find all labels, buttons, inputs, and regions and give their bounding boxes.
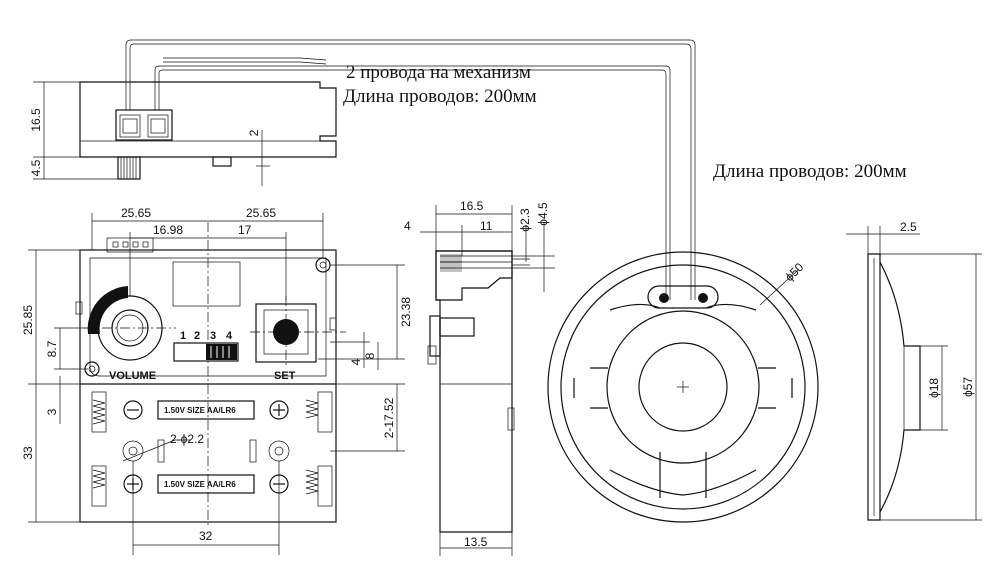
annotation-wire-length-top: Длина проводов: 200мм [343, 86, 537, 107]
side-view [33, 81, 337, 186]
switch-position-1: 1 [180, 330, 186, 342]
dim-speaker-d50: ϕ50 [782, 260, 806, 284]
dim-front-32: 32 [199, 529, 213, 543]
wire-bundle [125, 39, 696, 300]
dim-right-4: 4 [404, 219, 411, 233]
dim-front-holes: 2-ϕ2.2 [170, 432, 204, 446]
set-label: SET [274, 370, 296, 382]
battery-label-1: 1.50V SIZE AA/LR6 [164, 406, 236, 415]
knob-shaft [117, 156, 141, 180]
dim-side-shaft: 4.5 [29, 159, 43, 176]
switch-position-4: 4 [226, 330, 233, 342]
dim-front-16-98: 16.98 [153, 223, 183, 237]
dim-front-2-17-52: 2-17.52 [382, 397, 396, 438]
dim-right-11: 11 [480, 219, 493, 233]
dim-right-d2-3: ϕ2.3 [518, 208, 532, 232]
dim-front-23-38: 23.38 [399, 297, 413, 327]
volume-label: VOLUME [109, 370, 156, 382]
volume-knob [87, 286, 163, 361]
speaker [547, 251, 819, 523]
speaker-side-view [846, 226, 982, 521]
battery-label-2: 1.50V SIZE AA/LR6 [164, 480, 236, 489]
wire-connector [115, 109, 173, 141]
dim-right-d4-5: ϕ4.5 [536, 202, 550, 226]
dim-front-17: 17 [238, 223, 252, 237]
dim-right-16-5: 16.5 [460, 199, 484, 213]
dim-front-half-right: 25.65 [246, 206, 276, 220]
dim-front-3: 3 [45, 408, 59, 415]
dim-side-gap: 2 [247, 129, 261, 136]
dim-front-33: 33 [21, 446, 35, 460]
dim-speaker-d18: ϕ18 [927, 378, 941, 398]
annotation-wire-length-speaker: Длина проводов: 200мм [713, 161, 907, 182]
dim-speaker-d57: ϕ57 [961, 377, 975, 397]
switch-position-2: 2 [194, 330, 200, 342]
dim-side-height: 16.5 [29, 108, 43, 132]
right-side-view [420, 205, 555, 556]
dim-right-13-5: 13.5 [464, 535, 488, 549]
dim-front-8: 8 [363, 352, 377, 359]
switch-position-3: 3 [210, 330, 216, 342]
dim-front-25-85: 25.85 [21, 305, 35, 335]
front-view: VOLUME 1 2 3 4 SET [28, 213, 405, 555]
dim-speaker-2-5: 2.5 [900, 220, 917, 234]
dim-front-half-left: 25.65 [121, 206, 151, 220]
annotation-wires-mechanism: 2 провода на механизм [346, 62, 531, 83]
dim-front-8-7: 8.7 [45, 340, 59, 357]
dip-switch [173, 342, 239, 362]
dim-front-4: 4 [349, 358, 363, 365]
